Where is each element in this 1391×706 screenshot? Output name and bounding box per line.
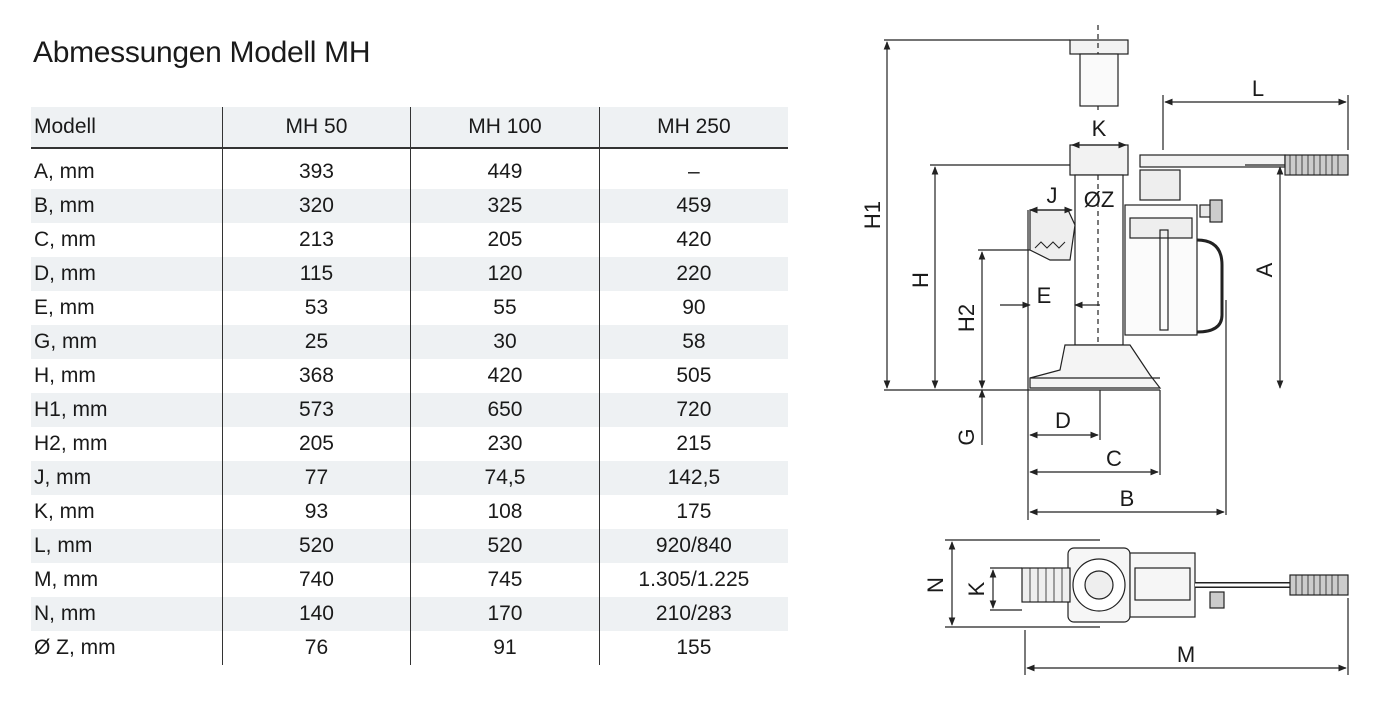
cell: 30 (410, 325, 600, 359)
row-label: E, mm (34, 296, 95, 319)
label-k: K (1092, 116, 1107, 141)
row-label: N, mm (31, 597, 223, 631)
cell: 320 (221, 189, 411, 223)
cell: 91 (410, 631, 600, 665)
cell: 210/283 (598, 597, 788, 631)
row-label: K, mm (34, 500, 95, 523)
column-header: MH 50 (221, 107, 411, 149)
column-header: MH 250 (598, 107, 788, 149)
cell: 108 (410, 495, 600, 529)
cell: 650 (410, 393, 600, 427)
cell: 505 (598, 359, 788, 393)
cell: 55 (410, 291, 600, 325)
cell: 230 (410, 427, 600, 461)
cell: 170 (410, 597, 600, 631)
cell: 520 (221, 529, 411, 563)
label-m: M (1177, 642, 1195, 667)
cell: 115 (221, 257, 411, 291)
label-b: B (1120, 486, 1135, 511)
label-l: L (1252, 76, 1264, 101)
cell: 420 (410, 359, 600, 393)
label-j: J (1047, 183, 1058, 208)
cell: 393 (221, 148, 411, 189)
cell: 25 (221, 325, 411, 359)
row-label: A, mm (34, 160, 95, 183)
cell: 573 (221, 393, 411, 427)
cell: 140 (221, 597, 411, 631)
label-h1: H1 (860, 201, 885, 229)
label-oz: ØZ (1084, 187, 1115, 212)
table-header-row: Modell MH 50 MH 100 MH 250 (31, 107, 788, 149)
cell: – (598, 148, 788, 189)
label-e: E (1037, 283, 1052, 308)
label-k-top: K (964, 581, 989, 596)
cell: 920/840 (598, 529, 788, 563)
cell: 74,5 (410, 461, 600, 495)
label-h: H (908, 272, 933, 288)
label-h2: H2 (954, 304, 979, 332)
row-label: H, mm (34, 364, 96, 387)
label-g: G (954, 428, 979, 445)
cell: 53 (221, 291, 411, 325)
cell: 58 (598, 325, 788, 359)
cell: 175 (598, 495, 788, 529)
jack-dimension-drawing: H1 H H2 G A K L J ØZ E D C B N K M (860, 25, 1349, 675)
cell: 720 (598, 393, 788, 427)
label-a: A (1252, 262, 1277, 277)
cell: 120 (410, 257, 600, 291)
row-label: L, mm (31, 529, 223, 563)
cell: 520 (410, 529, 600, 563)
cell: 77 (221, 461, 411, 495)
cell: 93 (221, 495, 411, 529)
cell: 325 (410, 189, 600, 223)
column-header: Modell (31, 107, 223, 149)
row-label: M, mm (34, 568, 99, 591)
cell: 459 (598, 189, 788, 223)
cell: 1.305/1.225 (598, 563, 788, 597)
row-label: G, mm (31, 325, 223, 359)
row-label: C, mm (34, 228, 96, 251)
cell: 449 (410, 148, 600, 189)
label-n: N (923, 577, 948, 593)
label-c: C (1106, 446, 1122, 471)
row-label: H1, mm (31, 393, 223, 427)
row-label: H2, mm (34, 432, 108, 455)
row-label: J, mm (31, 461, 223, 495)
cell: 420 (598, 223, 788, 257)
cell: 76 (221, 631, 411, 665)
cell: 220 (598, 257, 788, 291)
cell: 215 (598, 427, 788, 461)
label-d: D (1055, 408, 1071, 433)
cell: 745 (410, 563, 600, 597)
cell: 142,5 (598, 461, 788, 495)
cell: 740 (221, 563, 411, 597)
cell: 205 (221, 427, 411, 461)
cell: 368 (221, 359, 411, 393)
row-label: B, mm (31, 189, 223, 223)
cell: 90 (598, 291, 788, 325)
column-header: MH 100 (410, 107, 600, 149)
cell: 155 (598, 631, 788, 665)
cell: 205 (410, 223, 600, 257)
row-label: Ø Z, mm (34, 636, 116, 659)
page-title: Abmessungen Modell MH (33, 36, 371, 69)
row-label: D, mm (31, 257, 223, 291)
cell: 213 (221, 223, 411, 257)
